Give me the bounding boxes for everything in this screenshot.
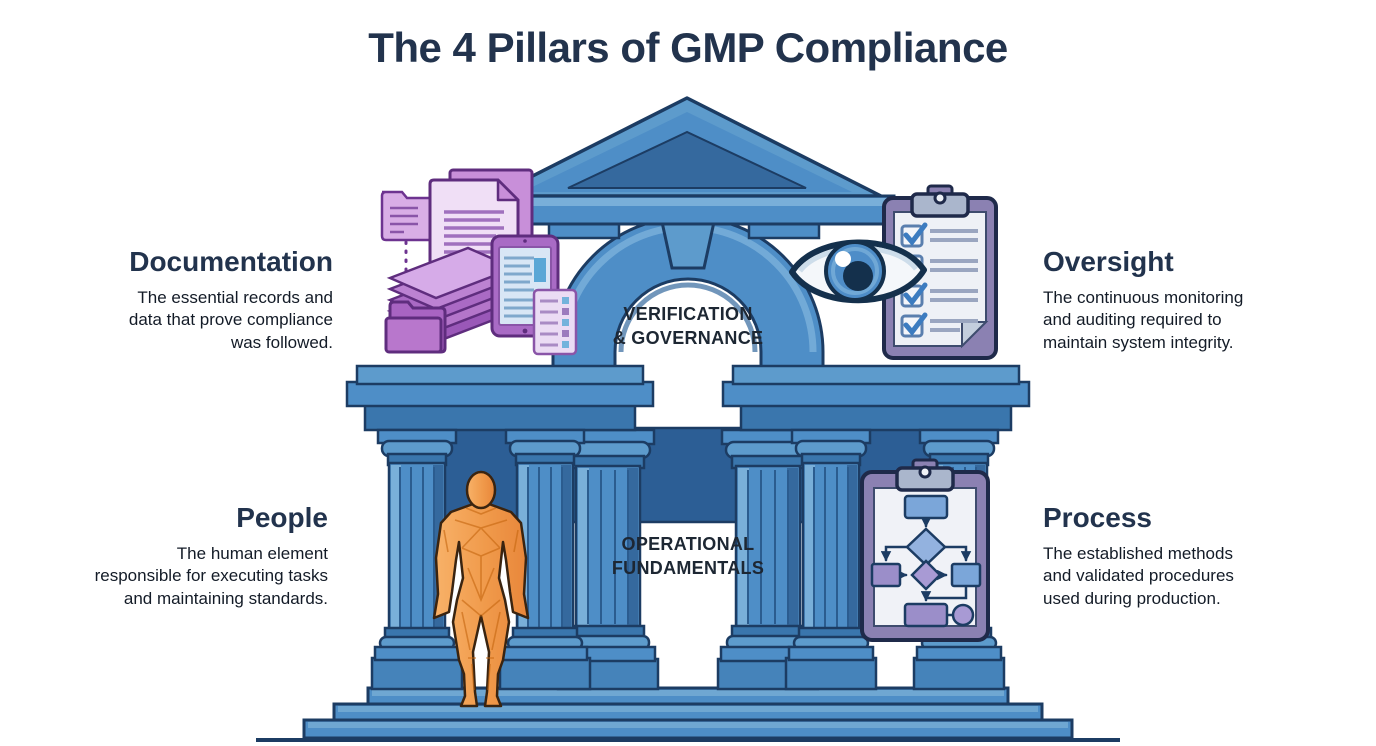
pillar-heading-documentation: Documentation — [129, 246, 333, 277]
pillar-description-documentation: The essential records and data that prov… — [128, 288, 333, 352]
check-mark — [903, 312, 928, 336]
flow-decision-diamond — [910, 559, 942, 591]
right-portico-cornice — [721, 364, 1031, 432]
arch-label: VERIFICATION & GOVERNANCE — [612, 304, 764, 348]
pillar-block-documentation: Documentation The essential records and … — [81, 246, 333, 354]
check-mark — [903, 282, 928, 306]
pillar-block-process: Process The established methods and vali… — [1043, 502, 1295, 610]
check-mark — [903, 222, 928, 246]
pillar-block-people: People The human element responsible for… — [76, 502, 328, 610]
page-fold — [496, 178, 520, 202]
eye-highlight — [835, 251, 851, 267]
checklist-clipboard-icon — [882, 184, 998, 360]
human-figure-icon — [432, 470, 530, 708]
pillar-heading-oversight: Oversight — [1043, 246, 1174, 277]
pillar-description-process: The established methods and validated pr… — [1043, 544, 1234, 608]
eye-icon — [789, 239, 927, 304]
flow-step-box — [903, 494, 949, 520]
documents-stack-icon — [380, 168, 578, 356]
left-portico-cornice — [345, 364, 655, 432]
pillar-heading-people: People — [236, 502, 328, 533]
flow-step-box — [870, 562, 902, 588]
pillar-description-oversight: The continuous monitoring and auditing r… — [1043, 288, 1244, 352]
flow-step-box — [950, 562, 982, 588]
base-label: OPERATIONAL FUNDAMENTALS — [611, 534, 765, 578]
folder-flap — [384, 316, 443, 354]
central-arch — [547, 215, 825, 432]
flowchart-diagram — [870, 494, 982, 628]
stepped-base — [256, 686, 1120, 742]
flow-terminator-circle — [951, 603, 975, 627]
page-title: The 4 Pillars of GMP Compliance — [368, 24, 1008, 71]
figure-body — [432, 502, 530, 708]
flow-step-box — [903, 602, 949, 628]
pillar-heading-process: Process — [1043, 502, 1152, 533]
pillar-block-oversight: Oversight The continuous monitoring and … — [1043, 246, 1295, 354]
flowchart-clipboard-icon — [860, 458, 990, 642]
figure-head — [465, 470, 497, 510]
pillar-description-people: The human element responsible for execut… — [94, 544, 328, 608]
pupil — [843, 261, 873, 291]
pediment — [480, 96, 896, 226]
keystone — [660, 220, 716, 270]
checklist-panel-icon — [532, 288, 578, 356]
